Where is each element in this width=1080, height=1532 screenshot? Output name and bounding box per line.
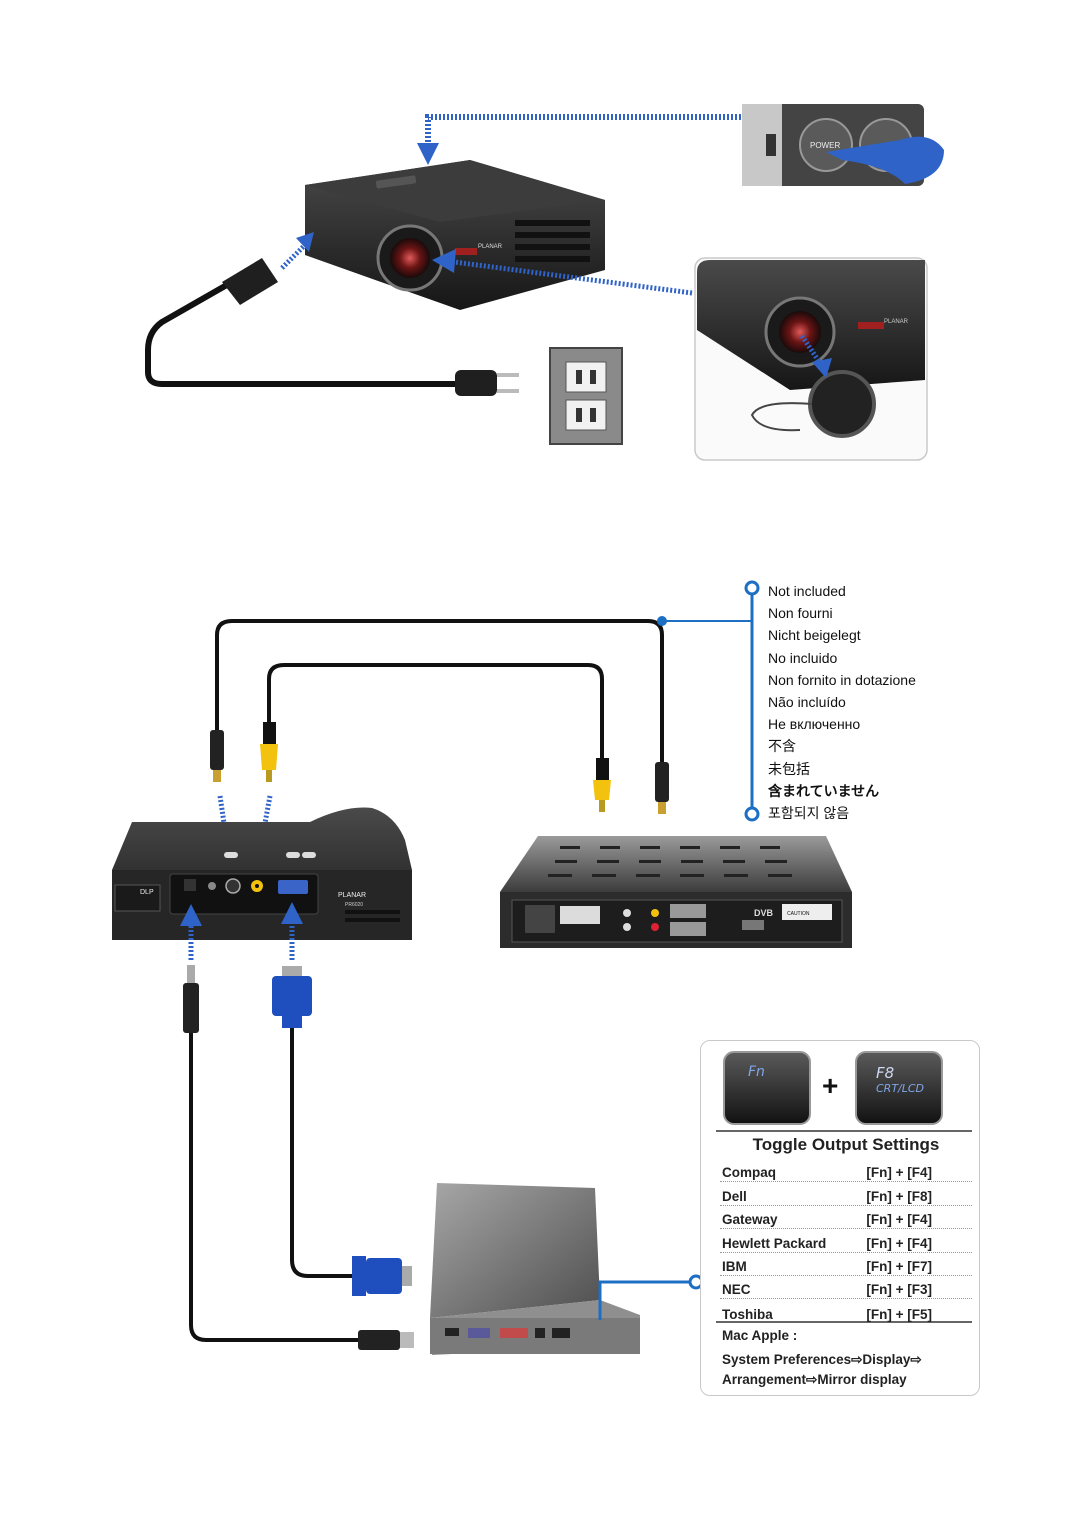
usb-cable [183, 965, 414, 1350]
table-row: Gateway [Fn] + [F4] [720, 1206, 972, 1230]
brand-name: Dell [722, 1188, 747, 1204]
not-included-zh-cn: 未包括 [768, 760, 810, 777]
key-combo: [Fn] + [F4] [866, 1235, 932, 1251]
brand-name: Gateway [722, 1212, 778, 1228]
table-row: Compaq [Fn] + [F4] [720, 1159, 972, 1183]
not-included-list: Not included Non fourni Nicht beigelegt … [768, 580, 916, 824]
brand-name: Hewlett Packard [722, 1235, 827, 1251]
not-included-bracket [744, 580, 760, 822]
power-pointer-arrowhead [417, 143, 439, 165]
toggle-output-table: Compaq [Fn] + [F4] Dell [Fn] + [F8] Gatewa… [720, 1159, 972, 1323]
not-included-pt: Não incluído [768, 694, 846, 711]
power-button-inset [742, 104, 944, 186]
not-included-de: Nicht beigelegt [768, 627, 861, 644]
fn-key-label: Fn [748, 1064, 765, 1080]
not-included-ru: Не включенно [768, 716, 861, 733]
power-pointer-line [425, 114, 745, 148]
power-cord-arrowhead [296, 232, 314, 252]
mac-instructions: Mac Apple : System Preferences⇨Display⇨ … [722, 1326, 922, 1390]
brand-name: IBM [722, 1258, 747, 1274]
not-included-ko: 포함되지 않음 [768, 805, 850, 822]
not-included-es: No incluido [768, 649, 838, 666]
brand-name: NEC [722, 1282, 751, 1298]
set-top-box [500, 836, 852, 948]
key-combo: [Fn] + [F3] [866, 1282, 932, 1298]
table-row: Toshiba [Fn] + [F5] [720, 1299, 972, 1322]
f8-key-label: F8 [876, 1064, 895, 1082]
projector-rear-dlp: DLP [140, 889, 154, 896]
vga-arrowhead [281, 902, 303, 924]
mac-line-1: System Preferences⇨Display⇨ [722, 1352, 922, 1367]
f8-key-sublabel: CRT/LCD [876, 1082, 925, 1095]
key-combo: [Fn] + [F4] [866, 1165, 932, 1181]
not-included-fr: Non fourni [768, 605, 833, 622]
lens-cap-inset [694, 257, 928, 461]
plus-sign: + [822, 1070, 839, 1101]
usb-arrowhead [180, 904, 202, 926]
table-row: Dell [Fn] + [F8] [720, 1182, 972, 1206]
not-included-zh-tw: 不含 [768, 738, 796, 755]
power-cord-pointer [280, 242, 308, 270]
set-top-box-logo: DVB [754, 908, 774, 918]
key-combo: [Fn] + [F5] [866, 1306, 932, 1322]
wall-outlet [549, 347, 623, 445]
table-row: NEC [Fn] + [F3] [720, 1276, 972, 1300]
not-included-it: Non fornito in dotazione [768, 671, 916, 688]
brand-name: Compaq [722, 1165, 776, 1181]
key-combo: [Fn] + [F7] [866, 1258, 932, 1274]
table-row: Hewlett Packard [Fn] + [F4] [720, 1229, 972, 1253]
brand-name: Toshiba [722, 1306, 773, 1322]
projector-top [305, 160, 605, 310]
laptop [430, 1183, 640, 1355]
power-cable [145, 258, 519, 396]
composite-cable [260, 663, 611, 812]
vga-cable [272, 966, 412, 1296]
mac-title: Mac Apple : [722, 1328, 798, 1343]
projector-rear-model: PR6020 [345, 902, 363, 908]
not-included-ja: 含まれていません [768, 782, 880, 799]
set-top-box-caution: CAUTION [787, 911, 810, 917]
computer-input-pointers [188, 918, 295, 960]
svideo-cable [210, 619, 669, 814]
projector-rear-brand: PLANAR [338, 892, 366, 899]
not-included-en: Not included [768, 583, 846, 599]
power-button-label: POWER [810, 141, 840, 150]
mac-line-2: Arrangement⇨Mirror display [722, 1372, 907, 1387]
lens-cap-arrowhead [432, 249, 456, 273]
table-row: IBM [Fn] + [F7] [720, 1253, 972, 1276]
key-combo: [Fn] + [F4] [866, 1212, 932, 1228]
key-combo: [Fn] + [F8] [866, 1188, 932, 1204]
lens-cap-pointer [453, 259, 693, 296]
projector-top-brand: PLANAR [478, 244, 503, 250]
projector-rear [112, 807, 412, 940]
lens-cap-inset-brand: PLANAR [884, 319, 909, 325]
toggle-output-title: Toggle Output Settings [752, 1135, 940, 1154]
